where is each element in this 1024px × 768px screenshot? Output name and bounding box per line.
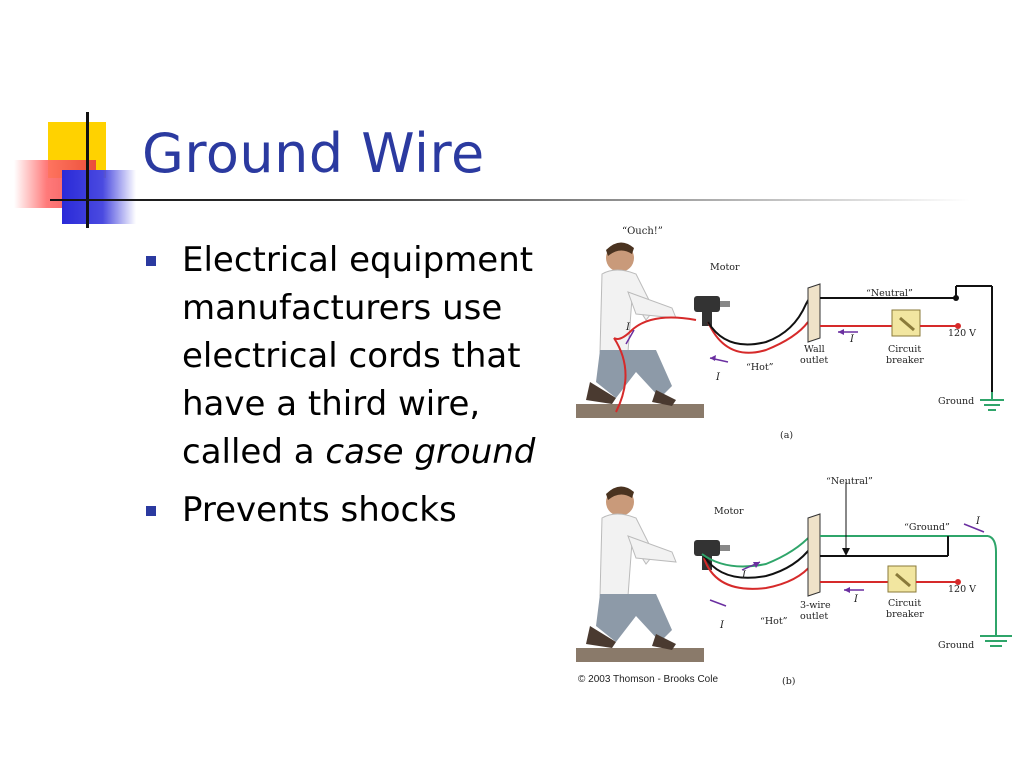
hot-wire-a [613, 321, 809, 413]
label-ouch: “Ouch!” [622, 226, 663, 237]
neutral-wire-a [707, 285, 817, 346]
label-wall-outlet-a-1: Wall [804, 344, 825, 355]
ground-a-icon [980, 392, 1004, 411]
label-breaker-b-1: Circuit [888, 598, 921, 609]
label-outlet-b-1: 3-wire [800, 600, 831, 611]
bullet-emphasis: case ground [325, 432, 536, 472]
ground-wire-b [701, 533, 813, 568]
label-motor-b: Motor [714, 506, 744, 517]
bullet-text: Electrical equipment manufacturers use e… [182, 240, 534, 472]
ground-wire-figure: “Ouch!” Motor “Neutral” I I I “Hot” Wall… [576, 222, 1012, 692]
caption-a: (a) [780, 430, 793, 441]
hot-wire-b [703, 557, 813, 590]
label-breaker-a-2: breaker [886, 355, 924, 366]
person-b-icon [586, 486, 677, 650]
bullet-item: Electrical equipment manufacturers use e… [142, 236, 562, 476]
copyright-text: © 2003 Thomson - Brooks Cole [578, 674, 718, 685]
label-current-b3: I [853, 594, 859, 605]
label-outlet-b-2: outlet [800, 611, 828, 622]
label-current-b2: I [719, 620, 725, 631]
slide-title: Ground Wire [142, 122, 485, 185]
ground-b-icon [980, 635, 1012, 647]
label-voltage-b: 120 V [948, 584, 976, 595]
wall-outlet-a-icon [807, 283, 821, 343]
label-breaker-a-1: Circuit [888, 344, 921, 355]
bullet-marker-icon [146, 256, 156, 266]
label-current-b4: I [975, 516, 981, 527]
caption-b: (b) [782, 676, 796, 687]
label-hot-a: “Hot” [746, 362, 774, 373]
current-arrow-a2 [625, 329, 635, 345]
hot-wire-body-a [613, 316, 697, 340]
panel-a: “Ouch!” Motor “Neutral” I I I “Hot” Wall… [576, 226, 1004, 441]
label-ground-b: Ground [938, 640, 974, 651]
label-voltage-a: 120 V [948, 328, 976, 339]
current-arrow-b2 [709, 599, 727, 607]
label-neutral-b: “Neutral” [826, 476, 873, 487]
label-neutral-a: “Neutral” [866, 288, 913, 299]
drill-a-icon [694, 296, 730, 326]
decor-vertical-line [86, 112, 89, 228]
drill-b-icon [694, 540, 730, 570]
bullet-text: Prevents shocks [182, 490, 457, 530]
title-underline [50, 199, 970, 201]
panel-b: “Neutral” Motor “Ground” I I I I “Hot” 3… [576, 476, 1012, 687]
label-motor-a: Motor [710, 262, 740, 273]
bullet-list: Electrical equipment manufacturers use e… [142, 236, 562, 544]
decor-blue-square [62, 170, 136, 224]
label-hot-b: “Hot” [760, 616, 788, 627]
label-wall-outlet-a-2: outlet [800, 355, 828, 366]
label-ground-a: Ground [938, 396, 974, 407]
label-current-b1: I [741, 570, 747, 581]
label-current-a3: I [715, 372, 721, 383]
person-a-icon [586, 242, 677, 406]
label-ground-quote-b: “Ground” [904, 522, 950, 533]
floor-a [576, 404, 704, 418]
label-current-a1: I [625, 322, 631, 333]
bullet-marker-icon [146, 506, 156, 516]
label-current-a2: I [849, 334, 855, 345]
floor-b [576, 648, 704, 662]
label-breaker-b-2: breaker [886, 609, 924, 620]
current-arrow-b4 [963, 523, 985, 533]
bullet-item: Prevents shocks [142, 486, 562, 534]
three-wire-outlet-b-icon [807, 513, 821, 597]
neutral-wire-b [703, 545, 813, 579]
figure-svg: “Ouch!” Motor “Neutral” I I I “Hot” Wall… [576, 226, 1012, 687]
